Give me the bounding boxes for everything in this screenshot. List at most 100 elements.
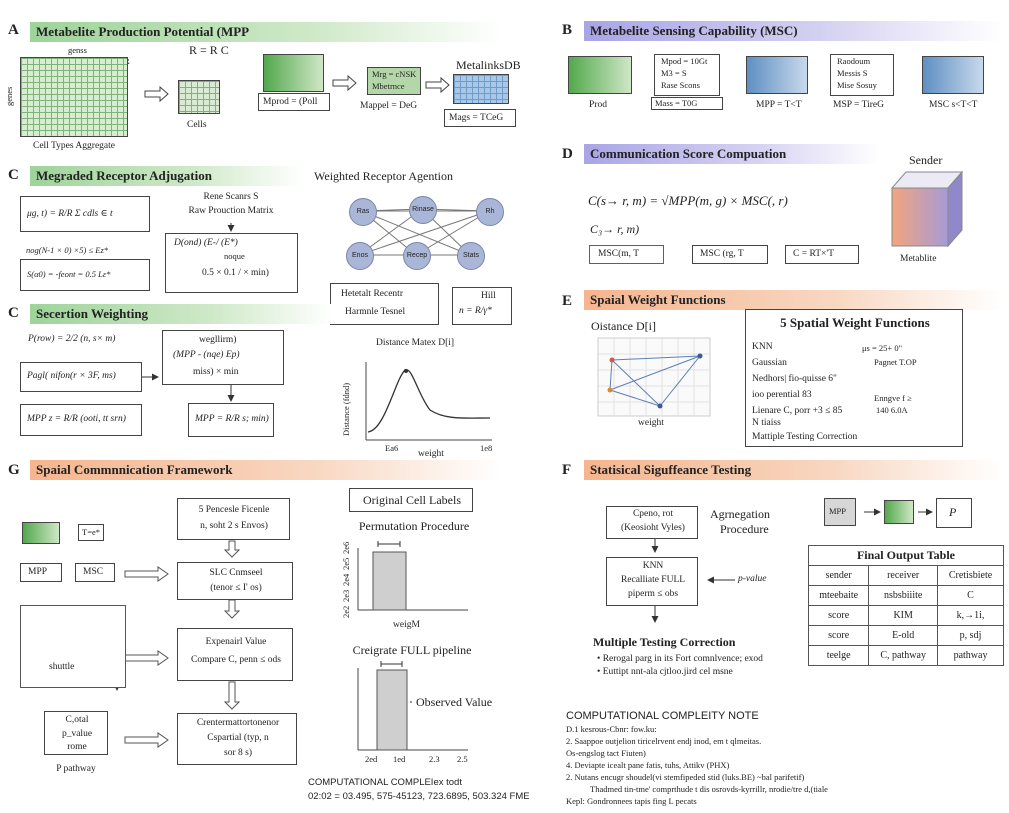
- rene-scanrs-line1: Rene Scanrs S: [203, 192, 259, 202]
- db-label: Mags = TCeG: [449, 113, 504, 123]
- perm-y-tick-0: 2e6: [341, 541, 351, 554]
- table-cell: nsbsbiiite: [868, 585, 939, 606]
- mprod-label: Mprod = (Poll: [263, 97, 318, 107]
- table-cell: pathway: [937, 645, 1004, 666]
- msc-rg-label: MSC (rg, T: [700, 249, 744, 259]
- distance-x-label: weight: [418, 449, 444, 459]
- shuttle-box: shuttle: [20, 605, 126, 688]
- panel-g-title: Spaial Commnnication Framework: [30, 460, 502, 480]
- metabolite-cube: [890, 170, 964, 248]
- cell-types-label: Cell Types Aggregate: [32, 141, 116, 151]
- mpp-min-equation: MPP = R/R s; min): [195, 414, 269, 424]
- metabolite-box-line1: Mrg = cNSK: [372, 69, 417, 79]
- distance-chart: [365, 362, 492, 441]
- table-cell: receiver: [868, 565, 939, 586]
- permutation-title: Permutation Procedure: [358, 519, 470, 533]
- panel-f-title: Statisical Siguffeance Testing: [584, 460, 1002, 480]
- distance-chart-title: Distance Matex D[i]: [376, 338, 455, 348]
- mpod-line2: M3 = S: [661, 68, 687, 78]
- wegllirm-box: wegllirm) (MPP - (nqe) Ep) miss) × min: [162, 330, 284, 385]
- table-cell: teelge: [807, 645, 870, 666]
- metalinksdb-matrix: [453, 74, 509, 104]
- recalc-tick-0: 2ed: [365, 754, 378, 764]
- receptor-node-3: Rh: [476, 198, 504, 226]
- mu-equation: μg, t) = R/R Σ cdls ∈ t: [27, 209, 113, 219]
- genes-label: genss: [68, 45, 87, 55]
- framework-msc-box: MSC: [75, 563, 115, 582]
- expenairl-box: Expenairl Value Compare C, penn ≤ ods: [177, 628, 293, 681]
- d-eq-line3: 0.5 × 0.1 / × min): [202, 268, 269, 278]
- mtc-bullet-1: • Rerogal parg in its Fort comnlvence; e…: [597, 654, 763, 664]
- d-eq-line1: D(ond) (E-/ (E*): [174, 238, 238, 248]
- rene-scanrs-line2: Raw Prouction Matrix: [188, 206, 274, 216]
- p-pathway-label: P pathway: [56, 764, 96, 774]
- pagl-equation: Pagl( nifon(r × 3F, ms): [27, 371, 116, 381]
- pagl-box: Pagl( nifon(r × 3F, ms): [20, 362, 142, 392]
- perm-y-tick-1: 2e5: [341, 557, 351, 570]
- hill-label: Hill: [481, 291, 496, 301]
- mapped-label: Mappel = DeG: [360, 101, 418, 111]
- knn-line2: Recalliate FULL: [620, 575, 686, 585]
- wf-line-1: KNN: [752, 342, 773, 352]
- perm-bar: [372, 551, 407, 611]
- metabolite-box-line2: Mbetrnce: [372, 81, 405, 91]
- mprod-box: Mprod = (Poll: [258, 93, 330, 111]
- hill-equation: n = R/γ*: [459, 306, 492, 316]
- recalc-tick-1: 1ed: [393, 754, 406, 764]
- note-line-4: 4. Deviapte icealt pane fatis, tuhs, Att…: [566, 760, 730, 770]
- hill-box: Hill n = R/γ*: [452, 287, 512, 325]
- framework-green-matrix: [22, 522, 60, 544]
- msc-m-box: MSC(m, T: [589, 245, 664, 264]
- prod-label: Prod: [589, 100, 607, 110]
- table-cell: p, sdj: [937, 625, 1004, 646]
- wf-right-3: Enngve f ≥: [874, 393, 912, 403]
- wf-line-5: Lienare C, porr +3 ≤ 85: [752, 406, 843, 416]
- final-output-title: Final Output Table: [808, 545, 1004, 566]
- cotal-box: C,otal p_value rome: [44, 711, 108, 755]
- aggregation-line2: Procedure: [720, 522, 769, 536]
- crenter-line3: sor 8 s): [224, 748, 252, 758]
- slc-line1: SLC Cnmseel: [209, 568, 263, 578]
- db-label-box: Mags = TCeG: [444, 109, 516, 127]
- metalinksdb-label: MetalinksDB: [456, 58, 521, 72]
- production-matrix: [263, 54, 324, 92]
- slc-box: SLC Cnmseel (tenor ≤ I' os): [177, 562, 293, 600]
- table-cell: score: [807, 605, 870, 626]
- raodoum-line2: Messis S: [837, 68, 868, 78]
- pencesle-line1: 5 Pencesle Ficenle: [198, 505, 270, 515]
- mass-label: Mass = T0G: [655, 98, 698, 108]
- mtc-bullet-2: • Euttipt nnt-ala cjtloo.jird cel msne: [597, 667, 733, 677]
- perm-y-tick-2: 2e4: [341, 573, 351, 586]
- hetetalt-line2: Harmnle Tesnel: [345, 307, 406, 317]
- receptor-node-4: Enos: [346, 242, 374, 270]
- cotal-line2: p_value: [61, 729, 93, 739]
- panel-e-title: Spaial Weight Functions: [584, 290, 1002, 310]
- computational-complexity-values: 02:02 = 03.495, 575-45123, 723.6895, 503…: [308, 791, 530, 802]
- panel-g-letter: G: [8, 462, 20, 478]
- p-value-label: p-value: [738, 574, 767, 584]
- recalc-bar: [376, 669, 408, 751]
- p-row-equation: P(row) = 2/2 (n, s× m): [28, 334, 116, 344]
- perm-y-tick-4: 2e2: [341, 605, 351, 618]
- recalc-tick-2: 2.3: [429, 754, 440, 764]
- mpp-z-equation: MPP z = R/R (ooti, tt srn): [27, 414, 126, 424]
- wegllirm-line2: (MPP - (nqe) Ep): [173, 350, 240, 360]
- recalc-tick-3: 2.5: [457, 754, 468, 764]
- mtc-bullet-1-text: Rerogal parg in its Fort comnlvence; exo…: [602, 654, 763, 664]
- cotal-line1: C,otal: [65, 715, 89, 725]
- raodoum-box: Raodoum Messis S Mise Sosuy: [830, 54, 894, 96]
- note-line-3: Os-engslog tact Fiuten): [566, 748, 646, 758]
- panel-c1-letter: C: [8, 167, 19, 183]
- hetetalt-line1: Hetetalt Recentr: [341, 289, 403, 299]
- table-cell: C: [937, 585, 1004, 606]
- hetetalt-box: Hetetalt Recentr Harmnle Tesnel: [330, 283, 439, 325]
- aggregation-line1: Agrnegation: [710, 507, 770, 521]
- cotal-line3: rome: [67, 742, 87, 752]
- mpp-t-label: MPP = T<T: [756, 100, 802, 110]
- note-line-1: D.1 kesrous-Cbnr: fow.ku:: [566, 724, 657, 734]
- permutation-histogram: [357, 541, 468, 611]
- table-cell: score: [807, 625, 870, 646]
- mpp-min-box: MPP = R/R s; min): [188, 403, 274, 437]
- f-mpp-box: MPP: [824, 498, 856, 526]
